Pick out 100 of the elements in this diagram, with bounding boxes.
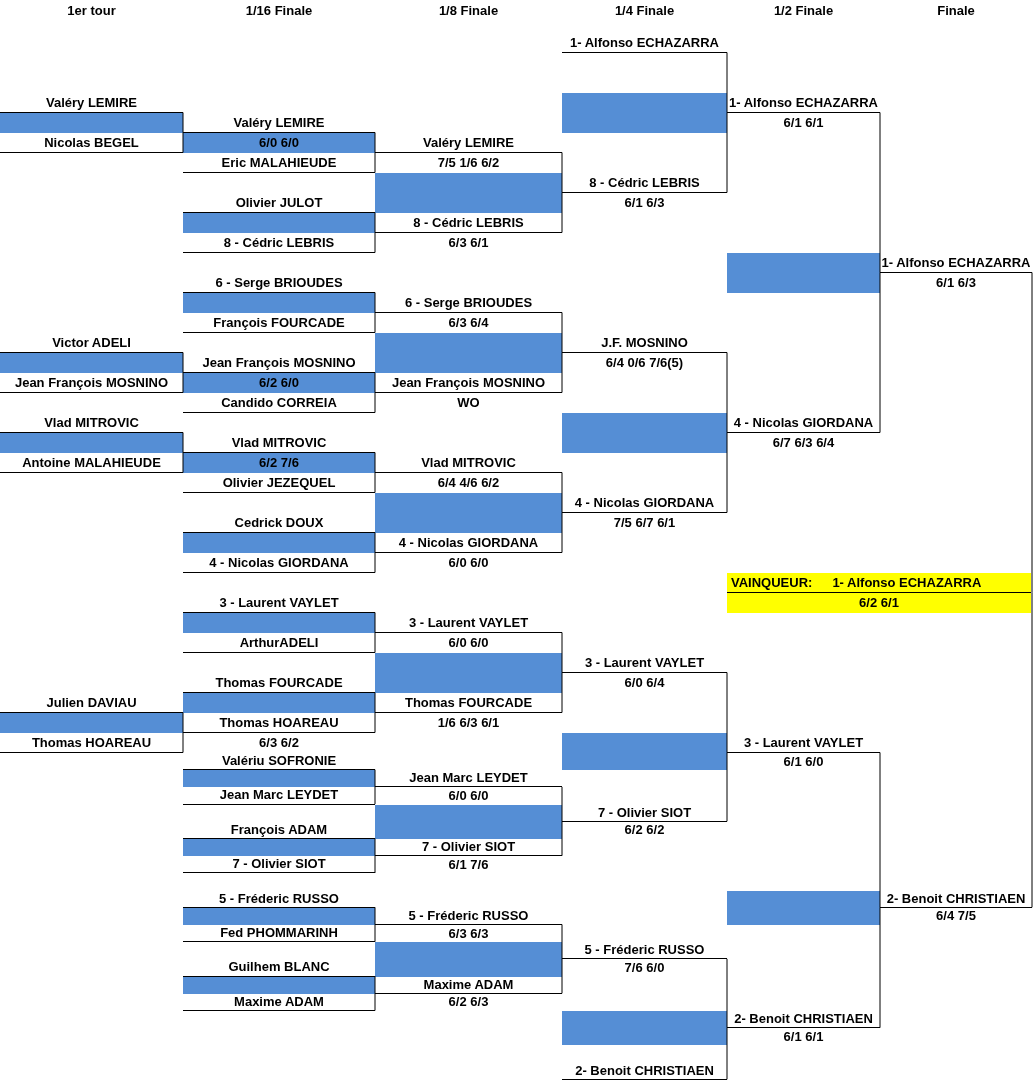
player-name: 4 - Nicolas GIORDANA xyxy=(574,495,715,510)
match-score: 6/0 6/0 xyxy=(448,789,489,803)
player-name: Jean François MOSNINO xyxy=(202,355,356,370)
player-name: Vlad MITROVIC xyxy=(231,435,327,450)
bracket-line xyxy=(561,312,563,353)
player-name: 7 - Olivier SIOT xyxy=(232,857,326,872)
bracket-line xyxy=(374,906,376,925)
match-band xyxy=(183,770,375,788)
bracket-slot xyxy=(183,925,375,943)
bracket-line xyxy=(374,532,376,553)
round-header: 1er tour xyxy=(67,4,116,18)
player-name: Fed PHOMMARINH xyxy=(220,926,338,941)
player-name: 1- Alfonso ECHAZARRA xyxy=(729,95,878,110)
match-band xyxy=(183,533,375,553)
player-name: 3 - Laurent VAYLET xyxy=(584,655,705,670)
player-name: Valéry LEMIRE xyxy=(422,135,514,150)
bracket-line xyxy=(726,352,728,433)
player-name: François ADAM xyxy=(230,822,328,837)
bracket-line xyxy=(561,820,563,857)
player-name: 7 - Olivier SIOT xyxy=(597,805,692,820)
match-score: 7/6 6/0 xyxy=(624,961,665,975)
player-name: Jean Marc LEYDET xyxy=(409,771,528,786)
bracket-line xyxy=(374,472,376,493)
match-band xyxy=(375,804,562,839)
bracket-slot xyxy=(183,856,375,874)
player-name: Thomas HOAREAU xyxy=(31,735,152,750)
match-band xyxy=(183,839,375,857)
player-name: J.F. MOSNINO xyxy=(601,335,688,350)
bracket-line xyxy=(561,352,563,393)
match-band xyxy=(183,133,375,153)
match-score: 6/2 6/3 xyxy=(448,995,489,1010)
bracket-line xyxy=(182,732,184,753)
match-score: 6/0 6/0 xyxy=(448,636,489,650)
match-score: 6/1 6/1 xyxy=(783,116,824,130)
match-band xyxy=(562,1011,727,1046)
match-band xyxy=(183,613,375,633)
player-name: Maxime ADAM xyxy=(423,977,514,992)
bracket-line xyxy=(374,312,376,333)
match-score: 6/2 6/2 xyxy=(624,823,665,838)
player-name: Nicolas BEGEL xyxy=(44,135,139,150)
match-score: 1/6 6/3 6/1 xyxy=(437,716,500,730)
round-header: 1/8 Finale xyxy=(438,4,499,18)
match-score: 6/4 7/5 xyxy=(936,909,976,924)
player-name: Vlad MITROVIC xyxy=(421,455,516,470)
player-name: 6 - Serge BRIOUDES xyxy=(215,275,343,290)
round-header: 1/2 Finale xyxy=(773,4,834,18)
bracket-line xyxy=(374,786,376,805)
player-name: 1- Alfonso ECHAZARRA xyxy=(570,35,719,50)
match-score: 6/3 6/3 xyxy=(448,926,489,941)
match-score: 6/1 6/3 xyxy=(936,276,976,290)
match-score: 6/2 7/6 xyxy=(259,456,299,470)
player-name: 2- Benoit CHRISTIAEN xyxy=(734,1012,873,1027)
match-score: 6/0 6/0 xyxy=(448,556,489,570)
player-name: Valériu SOFRONIE xyxy=(221,754,337,769)
match-score: 6/1 6/3 xyxy=(624,196,665,210)
player-name: 8 - Cédric LEBRIS xyxy=(589,175,700,190)
player-name: 6 - Serge BRIOUDES xyxy=(404,295,533,310)
bracket-line xyxy=(182,712,184,733)
bracket-line xyxy=(182,452,184,473)
bracket-line xyxy=(374,838,376,857)
player-name: Vlad MITROVIC xyxy=(44,415,139,430)
player-name: 7 - Olivier SIOT xyxy=(421,840,516,855)
match-score: 6/2 6/1 xyxy=(859,596,899,610)
match-score: 6/3 6/2 xyxy=(259,736,299,750)
player-name: 3 - Laurent VAYLET xyxy=(743,735,864,750)
bracket-line xyxy=(374,712,376,733)
match-band xyxy=(375,493,562,533)
bracket-line xyxy=(182,112,184,133)
player-name: Valéry LEMIRE xyxy=(45,95,137,110)
bracket-line xyxy=(561,512,563,553)
match-band xyxy=(727,890,880,925)
bracket-line xyxy=(182,432,184,453)
match-band xyxy=(183,693,375,713)
match-score: 6/2 6/0 xyxy=(259,376,299,390)
bracket-line xyxy=(374,452,376,473)
match-band xyxy=(0,713,183,733)
match-band xyxy=(0,353,183,373)
player-name: 5 - Fréderic RUSSO xyxy=(584,943,705,958)
round-header: 1/4 Finale xyxy=(614,4,675,18)
player-name: 8 - Cédric LEBRIS xyxy=(413,215,524,230)
bracket-line xyxy=(374,632,376,653)
bracket-line xyxy=(726,752,728,822)
match-score: 6/4 4/6 6/2 xyxy=(437,476,500,490)
bracket-line xyxy=(561,786,563,822)
bracket-slot xyxy=(183,959,375,977)
bracket-line xyxy=(726,1027,728,1080)
bracket-line xyxy=(879,272,881,433)
bracket-line xyxy=(374,372,376,393)
match-score: 6/0 6/4 xyxy=(624,676,665,690)
player-name: Cedrick DOUX xyxy=(234,515,324,530)
bracket-line xyxy=(374,552,376,573)
match-band xyxy=(727,253,880,293)
player-name: Candido CORREIA xyxy=(221,395,337,410)
player-name: 4 - Nicolas GIORDANA xyxy=(398,535,539,550)
bracket-line xyxy=(182,352,184,373)
player-name: 5 - Fréderic RUSSO xyxy=(408,908,529,923)
match-score: 7/5 1/6 6/2 xyxy=(437,156,500,170)
bracket-line xyxy=(374,769,376,788)
bracket-line xyxy=(879,112,881,273)
player-name: Julien DAVIAU xyxy=(46,695,137,710)
